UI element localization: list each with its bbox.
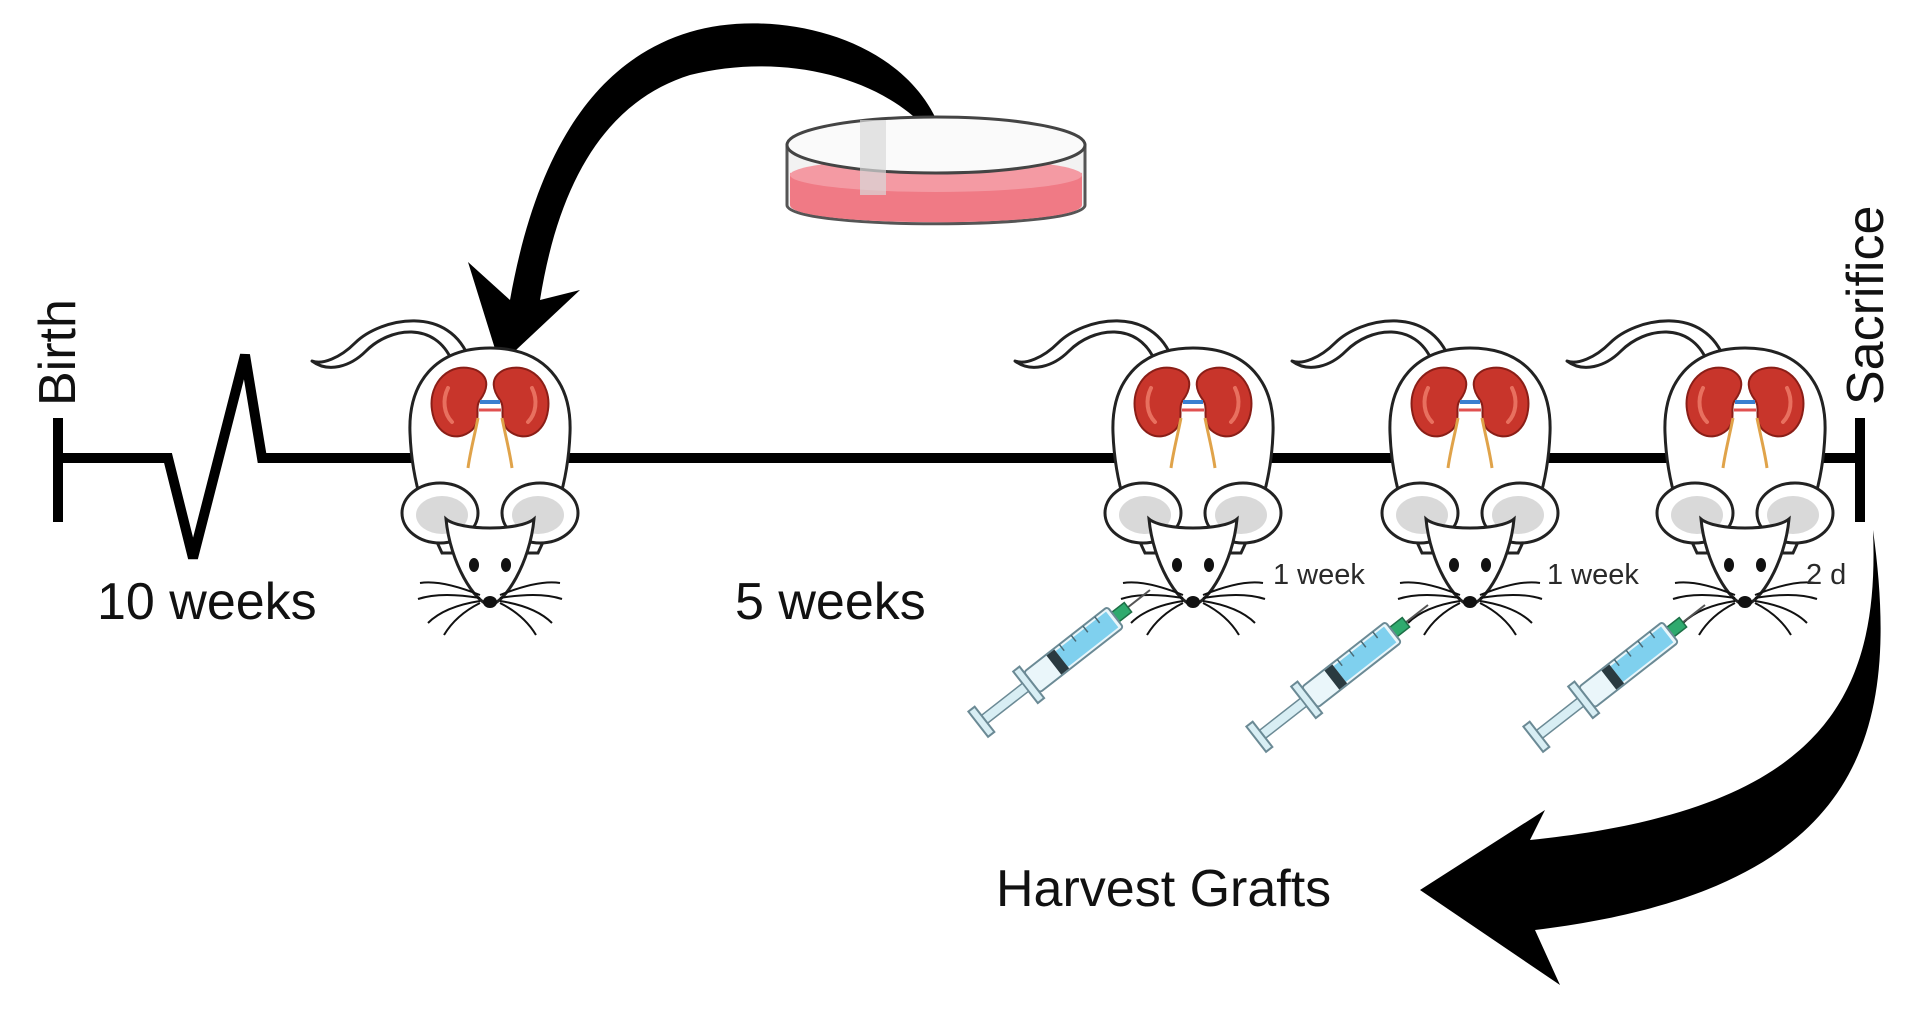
- mouse-icon-injection-1: [1015, 321, 1281, 635]
- syringe-icon-3: [1519, 588, 1719, 756]
- interval-label-2-d: 2 d: [1806, 559, 1847, 591]
- interval-label-1-week-a: 1 week: [1273, 559, 1365, 591]
- mouse-icon-transplant: [312, 321, 578, 635]
- interval-label-1-week-b: 1 week: [1547, 559, 1639, 591]
- timeline-line-with-break: [58, 353, 1860, 560]
- sacrifice-label: Sacrifice: [1837, 205, 1895, 405]
- interval-label-10-weeks: 10 weeks: [97, 573, 317, 631]
- curved-arrow-icon: [468, 23, 948, 365]
- birth-label: Birth: [29, 299, 87, 406]
- timeline-axis: [53, 353, 1865, 560]
- harvest-arrow-icon: [1420, 530, 1881, 985]
- syringe-icon-2: [1242, 588, 1442, 756]
- syringe-icon-1: [964, 573, 1164, 741]
- interval-label-5-weeks: 5 weeks: [735, 573, 926, 631]
- harvest-grafts-label: Harvest Grafts: [996, 860, 1332, 918]
- petri-dish-icon: [785, 115, 1087, 226]
